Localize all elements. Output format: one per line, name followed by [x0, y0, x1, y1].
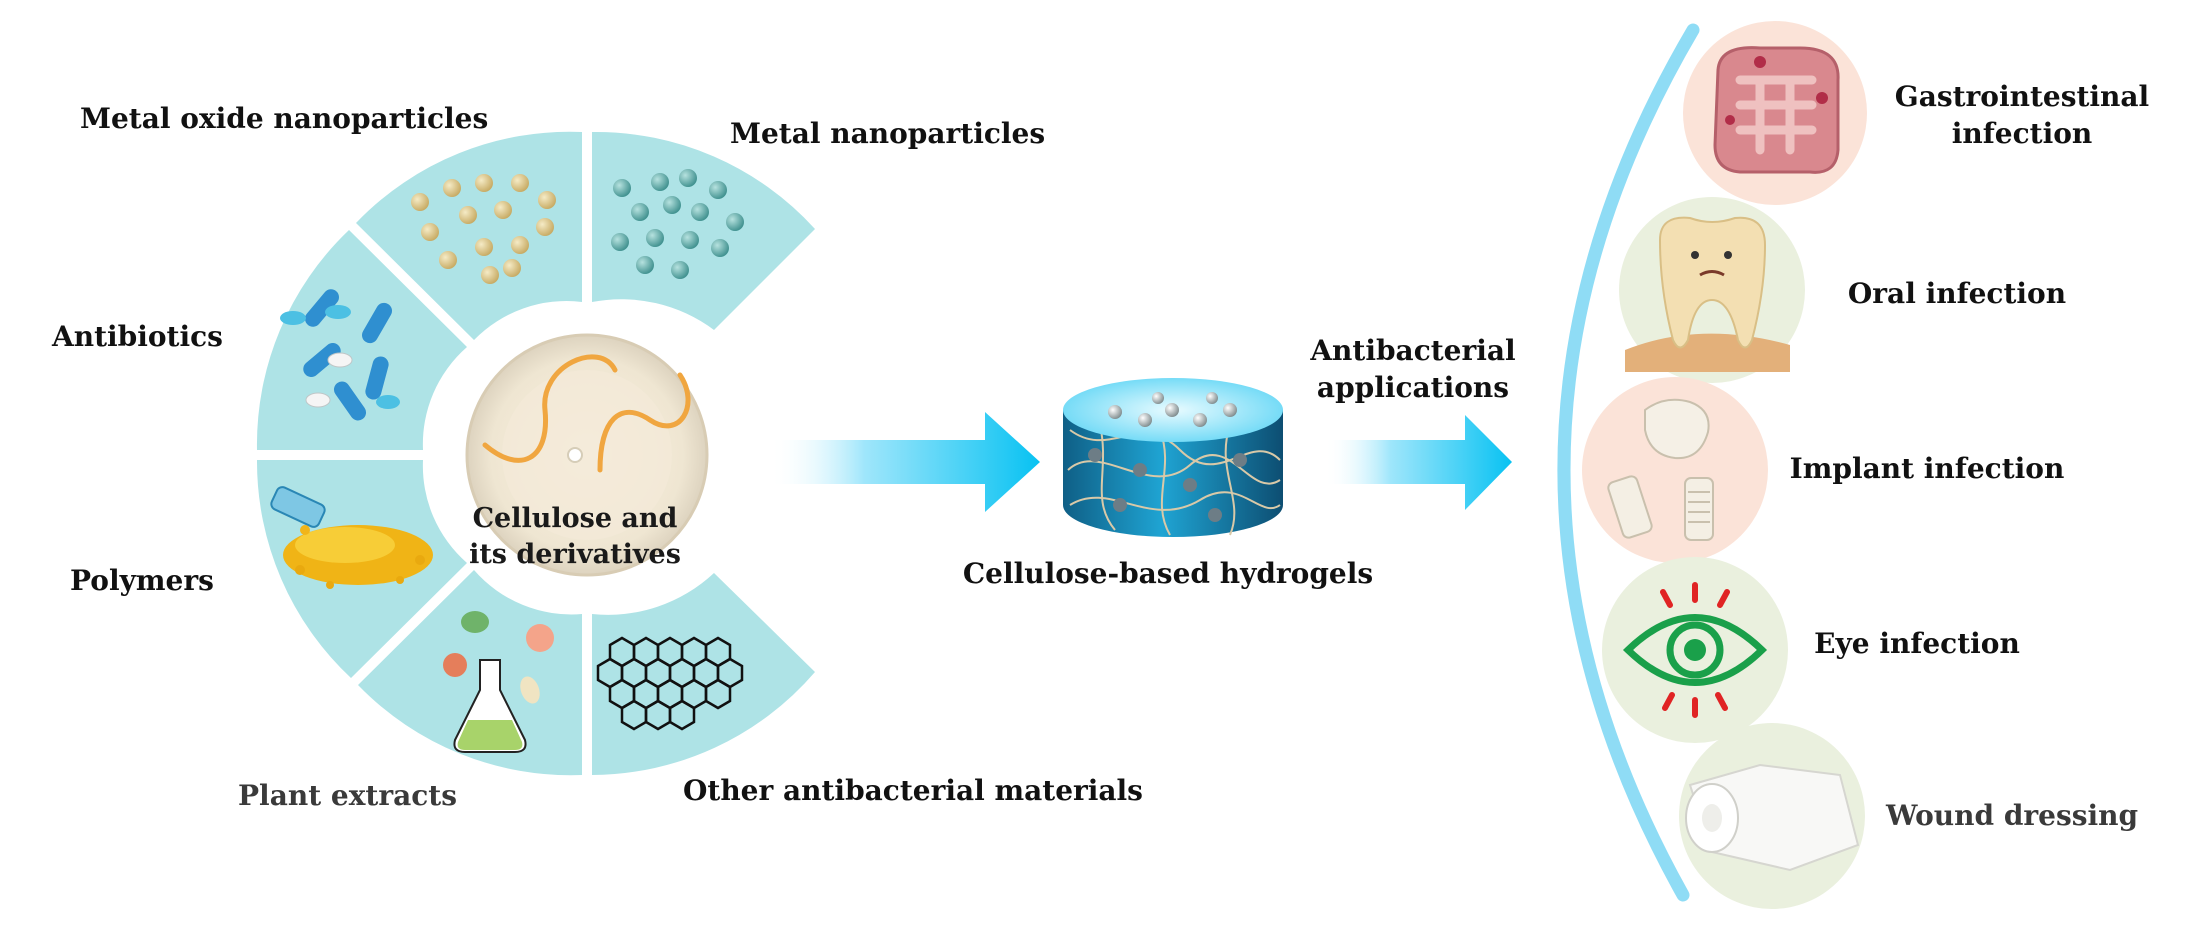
label-antibiotics: Antibiotics	[51, 320, 223, 353]
hexagon-lattice-icon	[596, 636, 744, 731]
plant-extract-icons	[443, 611, 554, 753]
fiber-strand	[482, 354, 618, 463]
eye-icon	[1602, 557, 1788, 743]
arrow-to-hydrogel	[770, 412, 1040, 512]
center-label-line2: its derivatives	[469, 539, 681, 570]
tooth-icon	[1619, 197, 1805, 383]
segment-metal	[592, 131, 815, 330]
label-plant-extracts: Plant extracts	[238, 779, 457, 812]
label-metal-oxide: Metal oxide nanoparticles	[80, 102, 488, 135]
label-polymers: Polymers	[70, 564, 214, 597]
label-other: Other antibacterial materials	[683, 774, 1143, 807]
dental-implant-icon	[1582, 377, 1768, 563]
metal-nanoparticles	[611, 169, 744, 279]
gold-nanoparticles	[411, 174, 556, 284]
label-metal: Metal nanoparticles	[730, 117, 1045, 150]
label-gi-line2: infection	[1952, 117, 2093, 150]
label-antibacterial-line1: Antibacterial	[1309, 334, 1515, 367]
hydrogel-cylinder	[1063, 378, 1283, 537]
polymer-granules	[270, 486, 433, 589]
label-wound: Wound dressing	[1885, 799, 2138, 832]
label-implant: Implant infection	[1790, 452, 2065, 485]
fiber-strand	[597, 372, 691, 473]
segment-other	[592, 573, 815, 775]
label-antibacterial-line2: applications	[1317, 371, 1509, 404]
intestine-icon	[1683, 21, 1867, 205]
label-gi-line1: Gastrointestinal	[1895, 80, 2149, 113]
label-oral: Oral infection	[1848, 277, 2066, 310]
pill-icons	[280, 289, 400, 421]
center-label-line1: Cellulose and	[473, 503, 678, 534]
applications-bracket	[1557, 23, 1700, 902]
segment-plant-extracts	[358, 570, 582, 776]
label-hydrogel: Cellulose-based hydrogels	[963, 557, 1373, 590]
arrow-to-applications	[1325, 415, 1512, 510]
label-eye: Eye infection	[1814, 627, 2020, 660]
cellulose-dish: Cellulose and its derivatives	[455, 323, 719, 587]
bandage-icon	[1679, 723, 1865, 909]
